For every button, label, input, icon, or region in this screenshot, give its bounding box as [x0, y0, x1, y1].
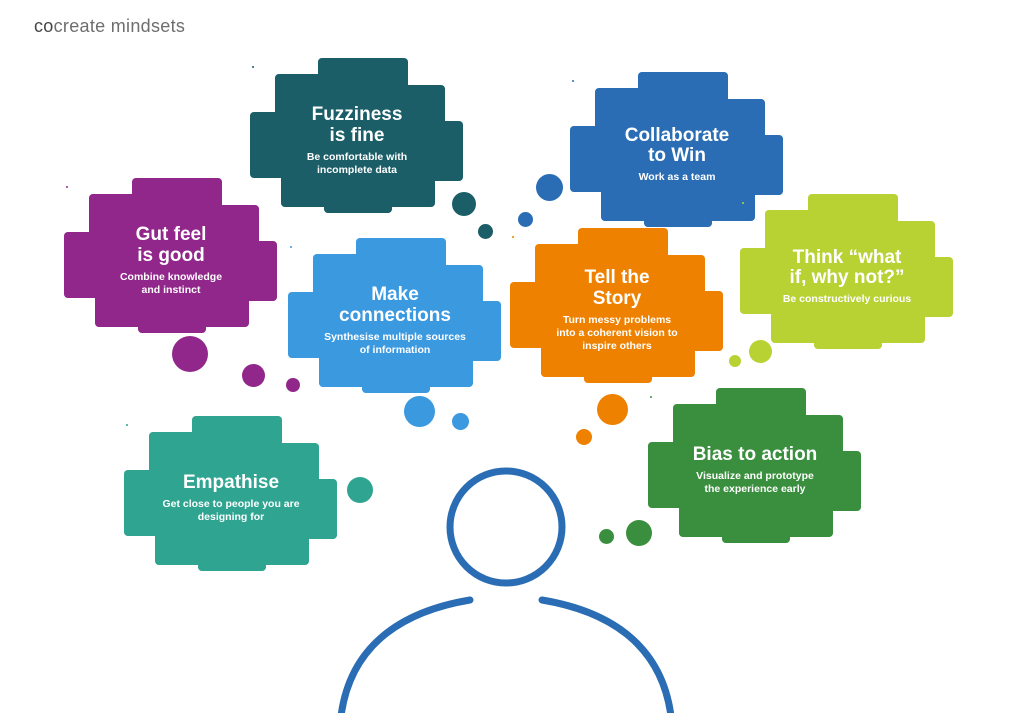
cloud-title: Collaborate to Win — [624, 124, 730, 167]
cloud-subtitle: Get close to people you are designing fo… — [162, 498, 300, 524]
thought-dot — [749, 340, 772, 363]
cloud-subtitle: Turn messy problems into a coherent visi… — [556, 314, 678, 353]
cloud-text: Empathise Get close to people you are de… — [144, 444, 318, 554]
cloud-subtitle: Synthesise multiple sources of informati… — [324, 330, 466, 356]
cloud-shape — [572, 80, 574, 82]
cloud-text: Bias to action Visualize and prototype t… — [668, 416, 842, 526]
thought-cloud-bias-to-action: Bias to action Visualize and prototype t… — [650, 396, 860, 546]
thought-cloud-collaborate: Collaborate to Win Work as a team — [572, 80, 782, 230]
thought-cloud-think-what-if: Think “what if, why not?” Be constructiv… — [742, 202, 952, 352]
cloud-text: Tell the Story Turn messy problems into … — [530, 256, 704, 366]
page-title-prefix: co — [34, 16, 54, 36]
cloud-shape — [290, 246, 292, 248]
cloud-title: Think “what if, why not?” — [789, 246, 905, 289]
thought-dot — [729, 355, 741, 367]
thought-dot — [536, 174, 563, 201]
thought-dot — [576, 429, 592, 445]
thought-dot — [286, 378, 300, 392]
cloud-shape — [512, 236, 514, 238]
thought-dot — [404, 396, 435, 427]
person-right-shoulder — [538, 596, 675, 713]
cloud-text: Make connections Synthesise multiple sou… — [308, 266, 482, 376]
thought-dot — [172, 336, 208, 372]
cloud-title: Make connections — [339, 283, 451, 326]
cloud-subtitle: Be constructively curious — [782, 293, 912, 306]
cloud-title: Empathise — [182, 472, 280, 494]
thought-dot — [452, 413, 469, 430]
thought-cloud-fuzziness: Fuzziness is fine Be comfortable with in… — [252, 66, 462, 216]
cloud-shape — [126, 424, 128, 426]
page-title-rest: create mindsets — [53, 16, 186, 36]
cloud-subtitle: Combine knowledge and instinct — [119, 270, 223, 296]
thought-cloud-gut-feel: Gut feel is good Combine knowledge and i… — [66, 186, 276, 336]
thought-dot — [599, 529, 614, 544]
thought-cloud-tell-the-story: Tell the Story Turn messy problems into … — [512, 236, 722, 386]
cloud-title: Gut feel is good — [135, 223, 207, 266]
cloud-subtitle: Be comfortable with incomplete data — [306, 150, 408, 176]
cloud-subtitle: Visualize and prototype the experience e… — [696, 470, 814, 496]
cloud-text: Fuzziness is fine Be comfortable with in… — [270, 86, 444, 196]
page-title: cocreate mindsets — [34, 16, 185, 37]
cloud-title: Bias to action — [692, 444, 818, 466]
thought-cloud-empathise: Empathise Get close to people you are de… — [126, 424, 336, 574]
thought-dot — [478, 224, 493, 239]
cloud-title: Fuzziness is fine — [311, 103, 403, 146]
thought-dot — [452, 192, 476, 216]
cloud-shape — [650, 396, 652, 398]
cloud-text: Think “what if, why not?” Be constructiv… — [760, 222, 934, 332]
person-head — [446, 467, 566, 587]
cloud-text: Gut feel is good Combine knowledge and i… — [84, 206, 258, 316]
thought-dot — [597, 394, 628, 425]
cloud-text: Collaborate to Win Work as a team — [590, 100, 764, 210]
thought-dot — [626, 520, 652, 546]
person-left-shoulder — [337, 596, 474, 713]
cloud-shape — [66, 186, 68, 188]
cloud-title: Tell the Story — [584, 267, 650, 310]
thought-cloud-make-connections: Make connections Synthesise multiple sou… — [290, 246, 500, 396]
thought-dot — [347, 477, 373, 503]
cloud-shape — [252, 66, 254, 68]
thought-dot — [242, 364, 265, 387]
thought-dot — [518, 212, 533, 227]
cloud-shape — [742, 202, 744, 204]
cloud-subtitle: Work as a team — [638, 171, 716, 184]
